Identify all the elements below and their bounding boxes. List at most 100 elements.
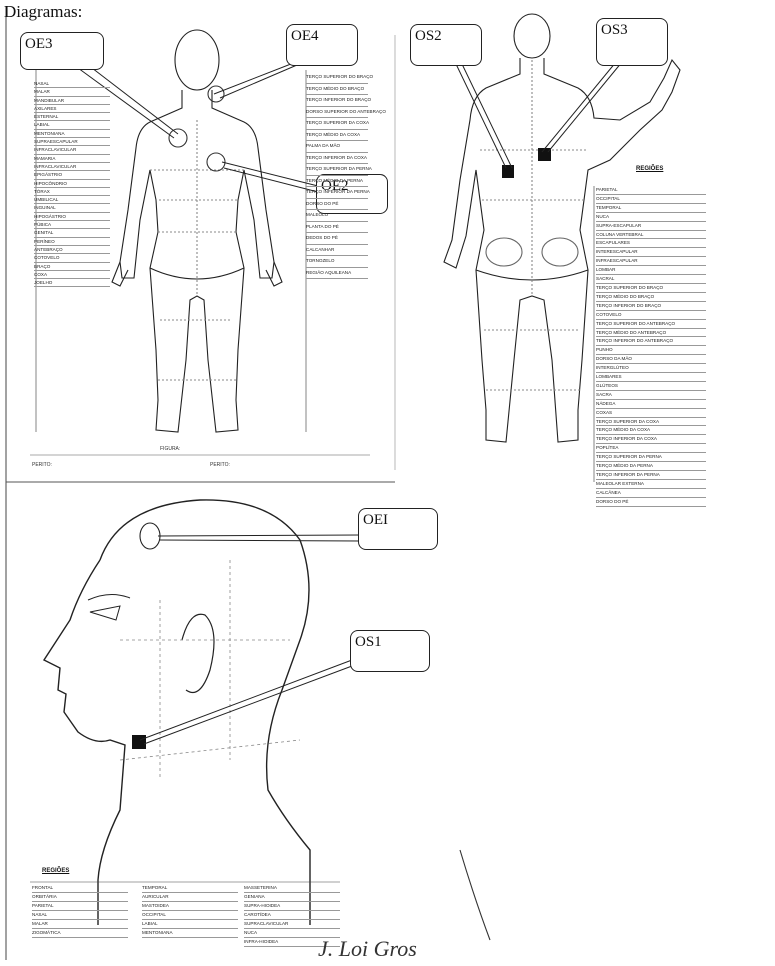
head-profile-figure xyxy=(44,500,310,925)
legend-item: MALEOLAR EXTERNA xyxy=(596,480,706,489)
page-title: Diagramas: xyxy=(4,2,82,22)
legend-item: JOELHO xyxy=(34,279,110,287)
legend-item: SACRAL xyxy=(596,275,706,284)
legend-item: ESCAPULARES xyxy=(596,239,706,248)
legend-item: TERÇO INFERIOR DO ANTEBRAÇO xyxy=(596,337,706,346)
legend-item: PALMA DA MÃO xyxy=(306,141,368,153)
legend-item: TERÇO SUPERIOR DO BRAÇO xyxy=(306,72,368,84)
legend-item: TERÇO MÉDIO DO ANTEBRAÇO xyxy=(596,329,706,338)
legend-item: MASTOIDEA xyxy=(142,902,238,911)
legend-item: NÁDEGA xyxy=(596,400,706,409)
legend-item: DORSO DO PÉ xyxy=(306,199,368,211)
legend-item: INFRACLAVICULAR xyxy=(34,146,110,154)
head-legend-title: REGIÕES xyxy=(42,868,69,874)
legend-item: COLUNA VERTEBRAL xyxy=(596,231,706,240)
legend-item: DEDOS DO PÉ xyxy=(306,233,368,245)
legend-item: UMBILICAL xyxy=(34,196,110,204)
legend-item: TERÇO MÉDIO DA PERNA xyxy=(596,462,706,471)
legend-item: CALCÂNEA xyxy=(596,489,706,498)
legend-item: GENIANA xyxy=(244,893,340,902)
legend-item: LABIAL xyxy=(34,121,110,129)
legend-item: REGIÃO AQUILEANA xyxy=(306,268,368,280)
legend-item: AURICULAR xyxy=(142,893,238,902)
head-legend-col1: FRONTAL ORBITÁRIA PARIETAL NASAL MALAR Z… xyxy=(32,884,128,938)
legend-item: SACRA xyxy=(596,391,706,400)
legend-item: NASAL xyxy=(34,80,110,88)
back-legend: PARIETAL OCCIPITAL TEMPORAL NUCA SUPRA-E… xyxy=(596,186,706,507)
perito-label: PERITO: xyxy=(32,462,52,468)
legend-item: MALAR xyxy=(32,920,128,929)
legend-item: DORSO SUPERIOR DO ANTEBRAÇO xyxy=(306,107,368,119)
legend-item: TÓRAX xyxy=(34,188,110,196)
callout-os1: OS1 xyxy=(350,630,430,672)
legend-item: TERÇO MÉDIO DO BRAÇO xyxy=(306,84,368,96)
callout-os3: OS3 xyxy=(596,18,668,66)
legend-item: INFRAESCAPULAR xyxy=(596,257,706,266)
legend-item: MENTONIANA xyxy=(34,130,110,138)
figure-label: FIGURA: xyxy=(160,446,180,452)
legend-item: MALAR xyxy=(34,88,110,96)
legend-item: INTERESCAPULAR xyxy=(596,248,706,257)
legend-item: TERÇO INFERIOR DO BRAÇO xyxy=(306,95,368,107)
legend-item: MANDIBULAR xyxy=(34,97,110,105)
legend-item: COXAS xyxy=(596,409,706,418)
legend-item: AXILARES xyxy=(34,105,110,113)
back-legend-title: REGIÕES xyxy=(636,166,663,172)
legend-item: INGUINAL xyxy=(34,204,110,212)
legend-item: TERÇO SUPERIOR DO BRAÇO xyxy=(596,284,706,293)
legend-item: COTOVELO xyxy=(34,254,110,262)
legend-item: COXA xyxy=(34,271,110,279)
legend-item: EPIGÁSTRIO xyxy=(34,171,110,179)
front-legend-left: NASAL MALAR MANDIBULAR AXILARES ESTERNAL… xyxy=(34,80,110,287)
legend-item: MENTONIANA xyxy=(142,929,238,938)
legend-item: DORSO DA MÃO xyxy=(596,355,706,364)
legend-item: TERÇO MÉDIO DA COXA xyxy=(596,426,706,435)
callout-oe1: OEI xyxy=(358,508,438,550)
legend-item: TEMPORAL xyxy=(142,884,238,893)
front-body-figure xyxy=(112,30,282,432)
legend-item: FRONTAL xyxy=(32,884,128,893)
legend-item: MAMARIA xyxy=(34,155,110,163)
legend-item: TERÇO SUPERIOR DA COXA xyxy=(306,118,368,130)
legend-item: SUPRACLAVICULAR xyxy=(244,920,340,929)
signature: J. Loi Gros xyxy=(318,936,417,962)
legend-item: TERÇO SUPERIOR DO ANTEBRAÇO xyxy=(596,320,706,329)
legend-item: ANTEBRAÇO xyxy=(34,246,110,254)
legend-item: TEMPORAL xyxy=(596,204,706,213)
legend-item: TERÇO INFERIOR DA PERNA xyxy=(596,471,706,480)
legend-item: INFRACLAVICULAR xyxy=(34,163,110,171)
callout-os2: OS2 xyxy=(410,24,482,66)
legend-item: TERÇO SUPERIOR DA PERNA xyxy=(306,164,368,176)
legend-item: TERÇO MÉDIO DA PERNA xyxy=(306,176,368,188)
legend-item: HIPOCÔNDRIO xyxy=(34,180,110,188)
legend-item: OCCIPITAL xyxy=(142,911,238,920)
legend-item: SUPRA-ESCAPULAR xyxy=(596,222,706,231)
legend-item: LABIAL xyxy=(142,920,238,929)
legend-item: OCCIPITAL xyxy=(596,195,706,204)
legend-item: PERÍNEO xyxy=(34,238,110,246)
front-legend-right: TERÇO SUPERIOR DO BRAÇO TERÇO MÉDIO DO B… xyxy=(306,72,368,279)
legend-item: CAROTÍDEA xyxy=(244,911,340,920)
legend-item: TERÇO SUPERIOR DA COXA xyxy=(596,418,706,427)
legend-item: POPLÍTEA xyxy=(596,444,706,453)
legend-item: PARIETAL xyxy=(32,902,128,911)
legend-item: ESTERNAL xyxy=(34,113,110,121)
legend-item: BRAÇO xyxy=(34,263,110,271)
legend-item: TERÇO INFERIOR DA COXA xyxy=(306,153,368,165)
legend-item: LOMBAR xyxy=(596,266,706,275)
perito2-label: PERITO: xyxy=(210,462,230,468)
legend-item: COTOVELO xyxy=(596,311,706,320)
legend-item: TERÇO INFERIOR DO BRAÇO xyxy=(596,302,706,311)
legend-item: TERÇO INFERIOR DA PERNA xyxy=(306,187,368,199)
legend-item: PUNHO xyxy=(596,346,706,355)
legend-item: TERÇO MÉDIO DA COXA xyxy=(306,130,368,142)
legend-item: HIPOGÁSTRIO xyxy=(34,213,110,221)
legend-item: ZIGOMÁTICA xyxy=(32,929,128,938)
legend-item: ORBITÁRIA xyxy=(32,893,128,902)
legend-item: PÚBICA xyxy=(34,221,110,229)
legend-item: TORNOZELO xyxy=(306,256,368,268)
legend-item: MASSETERINA xyxy=(244,884,340,893)
legend-item: INTERGLÚTEO xyxy=(596,364,706,373)
legend-item: LOMBARES xyxy=(596,373,706,382)
callout-oe3: OE3 xyxy=(20,32,104,70)
